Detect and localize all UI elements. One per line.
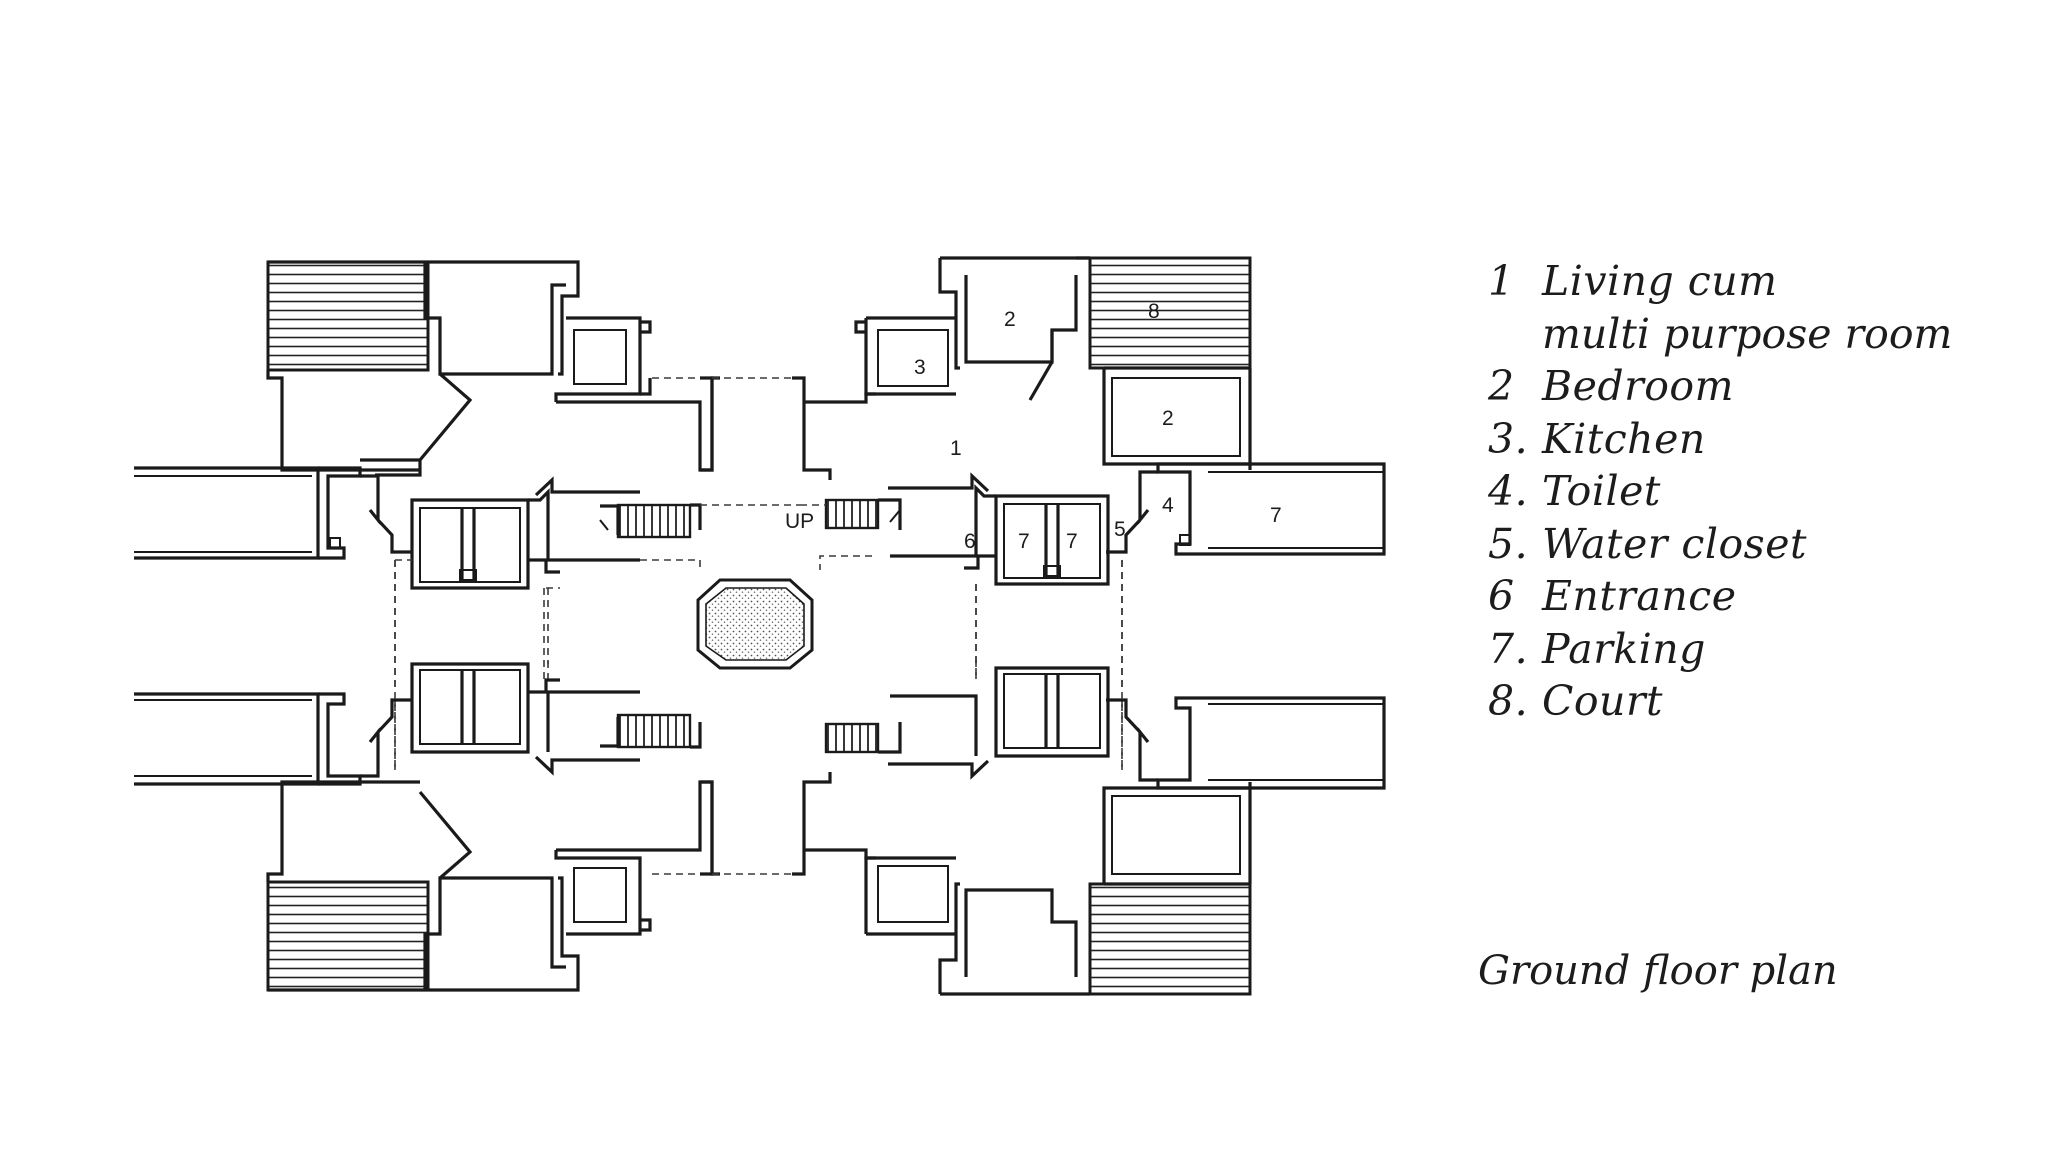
legend-item: 7. Parking — [1488, 623, 1952, 676]
label-kitchen: 3 — [914, 356, 926, 379]
wc-block-left-upper — [394, 476, 640, 770]
label-bedroom-b: 2 — [1162, 407, 1174, 430]
label-toilet: 4 — [1162, 494, 1174, 517]
label-court: 8 — [1148, 300, 1160, 323]
corridor-upper — [700, 376, 876, 506]
legend-item: 4. Toilet — [1488, 465, 1952, 518]
parking-right-lower — [1106, 696, 1386, 790]
legend-label: Entrance — [1542, 572, 1737, 620]
legend-label: Parking — [1542, 624, 1706, 673]
courtyard-outline — [395, 559, 977, 680]
parking-left-upper — [134, 466, 412, 560]
legend-label: Bedroom — [1542, 362, 1734, 410]
legend-label: Water closet — [1542, 519, 1807, 568]
label-parking-c: 7 — [1270, 504, 1282, 527]
legend-label: Living cum — [1542, 257, 1778, 305]
legend-number: 2 — [1488, 362, 1515, 410]
legend-label: Toilet — [1542, 467, 1661, 515]
legend-item: 3. Kitchen — [1488, 413, 1952, 466]
legend-number: 5. — [1488, 519, 1529, 568]
legend-item: 5. Water closet — [1488, 518, 1952, 571]
legend-number: 6 — [1488, 572, 1515, 620]
unit-lower-left — [266, 780, 720, 992]
lower-half — [134, 662, 1386, 996]
legend: 1 Living cum multi purpose room 2 Bedroo… — [1488, 255, 1952, 728]
stair-left-lower — [600, 713, 702, 749]
legend-label-continued: multi purpose room — [1542, 309, 1953, 358]
court-hatch — [266, 260, 430, 372]
wc-block-left-lower — [410, 662, 640, 776]
label-entrance: 6 — [964, 530, 976, 553]
legend-item: 8. Court — [1488, 675, 1952, 728]
label-parking-b: 7 — [1066, 530, 1078, 553]
stair-right-upper — [800, 498, 902, 570]
corridor-lower — [700, 772, 876, 876]
wc-block-right-lower — [888, 666, 1110, 780]
legend-number: 3. — [1488, 414, 1529, 463]
legend-number: 8. — [1488, 677, 1529, 725]
legend-item: 2 Bedroom — [1488, 360, 1952, 413]
legend-item: 6 Entrance — [1488, 570, 1952, 623]
legend-number: 4. — [1488, 467, 1529, 515]
legend-item: 1 Living cum — [1488, 255, 1952, 308]
label-up: UP — [785, 510, 814, 533]
central-pool — [696, 578, 814, 670]
label-parking-a: 7 — [1018, 530, 1030, 553]
stair-right-lower — [824, 722, 902, 754]
parking-left-lower — [134, 692, 412, 786]
parking-right-upper — [1106, 462, 1386, 556]
legend-label: Kitchen — [1542, 414, 1706, 463]
unit-upper-left — [266, 260, 720, 477]
label-living: 1 — [950, 437, 962, 460]
court-hatch — [1088, 256, 1252, 370]
legend-label: Court — [1542, 677, 1664, 725]
unit-lower-right — [864, 782, 1252, 996]
legend-number: 7. — [1488, 624, 1529, 673]
plan-caption: Ground floor plan — [1478, 948, 1838, 994]
stair-left-upper — [599, 503, 702, 570]
label-water-closet: 5 — [1114, 518, 1126, 541]
label-bedroom-a: 2 — [1004, 308, 1016, 331]
legend-number: 1 — [1488, 257, 1515, 305]
